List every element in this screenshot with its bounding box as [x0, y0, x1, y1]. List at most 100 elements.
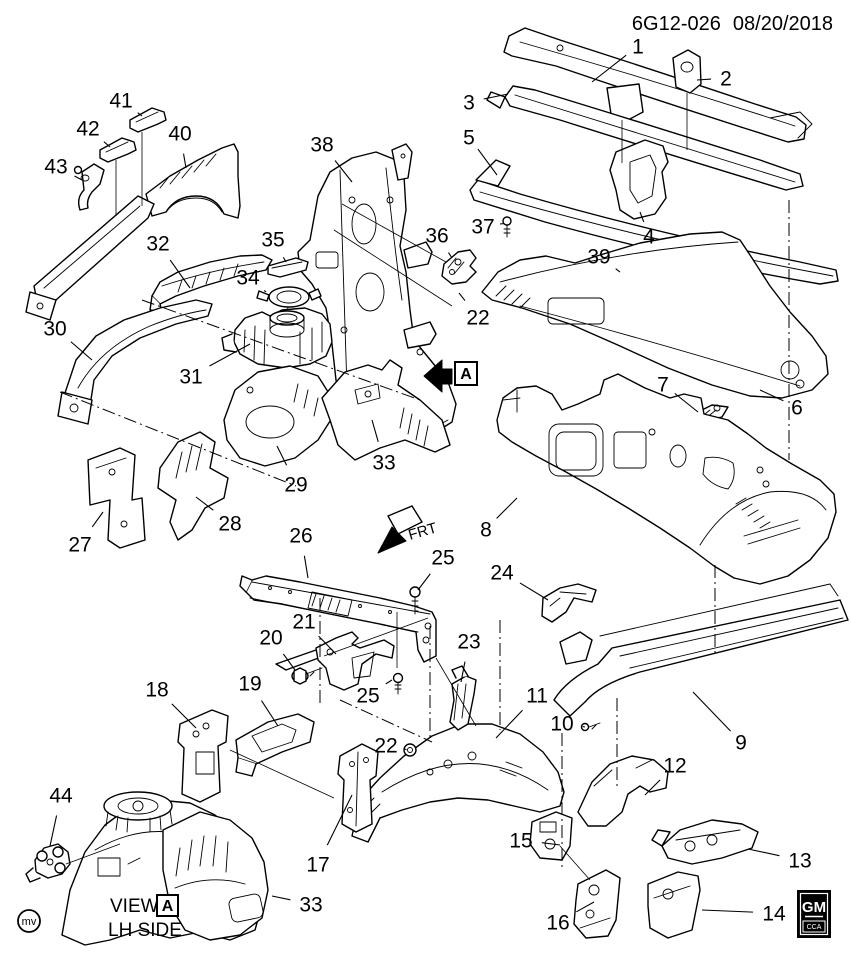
part-31-strut-tower [221, 307, 333, 369]
callout-25: 25 [356, 685, 379, 708]
callout-39: 39 [587, 246, 610, 269]
publisher-mark-label: mv [22, 916, 37, 928]
gm-logo-border [799, 892, 829, 936]
callout-leader-30 [70, 341, 93, 361]
part-13-floor-panel [651, 819, 759, 865]
callout-leader-36 [448, 252, 453, 259]
callout-leader-12 [644, 779, 661, 796]
callout-32: 32 [146, 233, 169, 256]
frt-arrow-head-icon [377, 526, 407, 554]
callout-5: 5 [463, 127, 475, 150]
callout-38: 38 [310, 134, 333, 157]
callout-leader-17 [326, 794, 353, 846]
callout-7: 7 [657, 374, 669, 397]
callout-10: 10 [550, 713, 573, 736]
callout-leader-35 [282, 257, 287, 263]
callout-27: 27 [68, 534, 91, 557]
callout-2: 2 [720, 68, 732, 91]
callout-25: 25 [431, 547, 454, 570]
part-6-cowl-side-panel [481, 231, 829, 399]
callout-leader-27 [91, 511, 104, 528]
part-30-rail [57, 299, 213, 425]
callout-13: 13 [788, 850, 811, 873]
part-28-bracket [157, 431, 229, 541]
side-label: LH SIDE [108, 920, 182, 941]
view-note: VIEW A LH SIDE [108, 894, 182, 941]
callout-leader-25 [417, 573, 431, 591]
callout-leader-24 [519, 582, 549, 601]
callout-leader-31 [209, 343, 251, 367]
callout-34: 34 [236, 267, 260, 290]
part-23-strap-bracket [449, 665, 477, 731]
callout-leader-4 [639, 211, 645, 223]
detail-view-arrow: A [423, 359, 478, 393]
callout-28: 28 [218, 513, 241, 536]
callout-40: 40 [168, 123, 191, 146]
callout-6: 6 [791, 397, 803, 420]
gm-logo: GM CCA [797, 890, 831, 938]
part-25-screw-lower [392, 672, 404, 695]
part-35-plate [267, 257, 309, 278]
callout-21: 21 [292, 611, 315, 634]
callout-leader-41 [137, 112, 143, 117]
part-1-cowl-upper-bar [503, 27, 813, 143]
callout-36: 36 [425, 225, 448, 248]
gm-logo-sub-text: CCA [807, 924, 822, 931]
callout-leader-3 [483, 93, 509, 100]
frt-arrow-body [387, 505, 424, 535]
callout-leader-42 [103, 141, 111, 148]
callout-leader-21 [318, 635, 337, 655]
callout-leader-22 [458, 292, 466, 301]
callout-leader-1 [591, 54, 627, 83]
part-14-bracket-panel [647, 871, 701, 939]
callout-9: 9 [735, 732, 747, 755]
callout-19: 19 [238, 673, 261, 696]
callout-44: 44 [49, 785, 73, 808]
callout-leader-16 [576, 901, 595, 913]
part-22-nut-lower [403, 743, 417, 757]
callout-8: 8 [480, 519, 492, 542]
callout-42: 42 [76, 118, 99, 141]
gm-logo-sub-box [802, 920, 826, 933]
callout-26: 26 [289, 525, 312, 548]
callout-leader-43 [74, 175, 83, 181]
callout-leader-14 [701, 909, 754, 913]
part-2-clip [672, 49, 702, 94]
detail-marker-box [454, 361, 478, 386]
part-29-wheelhouse-front [223, 365, 333, 467]
part-42-bracket [99, 137, 137, 163]
callout-3: 3 [463, 92, 475, 115]
callout-leader-7 [674, 392, 699, 413]
callout-leader-19 [260, 700, 279, 727]
view-a-wheelhouse-assembly [61, 791, 269, 946]
callout-leader-29 [276, 445, 288, 466]
part-43-hook [73, 163, 105, 211]
callout-24: 24 [490, 562, 514, 585]
part-19-bracket [235, 713, 315, 777]
callout-16: 16 [546, 912, 569, 935]
part-21-bracket [275, 631, 395, 691]
part-12-panel [577, 755, 669, 827]
callout-20: 20 [259, 627, 282, 650]
callout-leader-26 [303, 555, 309, 579]
callout-leader-20 [282, 653, 296, 671]
part-8-dash-panel [496, 373, 837, 585]
callout-11: 11 [526, 685, 548, 708]
view-prefix-label: VIEW [110, 896, 159, 917]
callout-leader-34 [263, 290, 267, 293]
callout-41: 41 [109, 90, 132, 113]
part-25-screw-upper [409, 586, 421, 615]
callout-leader-40 [183, 153, 187, 169]
part-41-bracket [129, 107, 167, 133]
callout-33: 33 [372, 452, 395, 475]
callout-leader-11 [495, 709, 523, 739]
callout-35: 35 [261, 229, 284, 252]
callout-37: 37 [471, 216, 494, 239]
part-26-tie-bar [239, 575, 437, 663]
part-20-bolt [291, 667, 323, 685]
callout-leader-23 [460, 661, 466, 683]
publisher-mark: mv [17, 909, 41, 933]
callout-17: 17 [306, 854, 329, 877]
